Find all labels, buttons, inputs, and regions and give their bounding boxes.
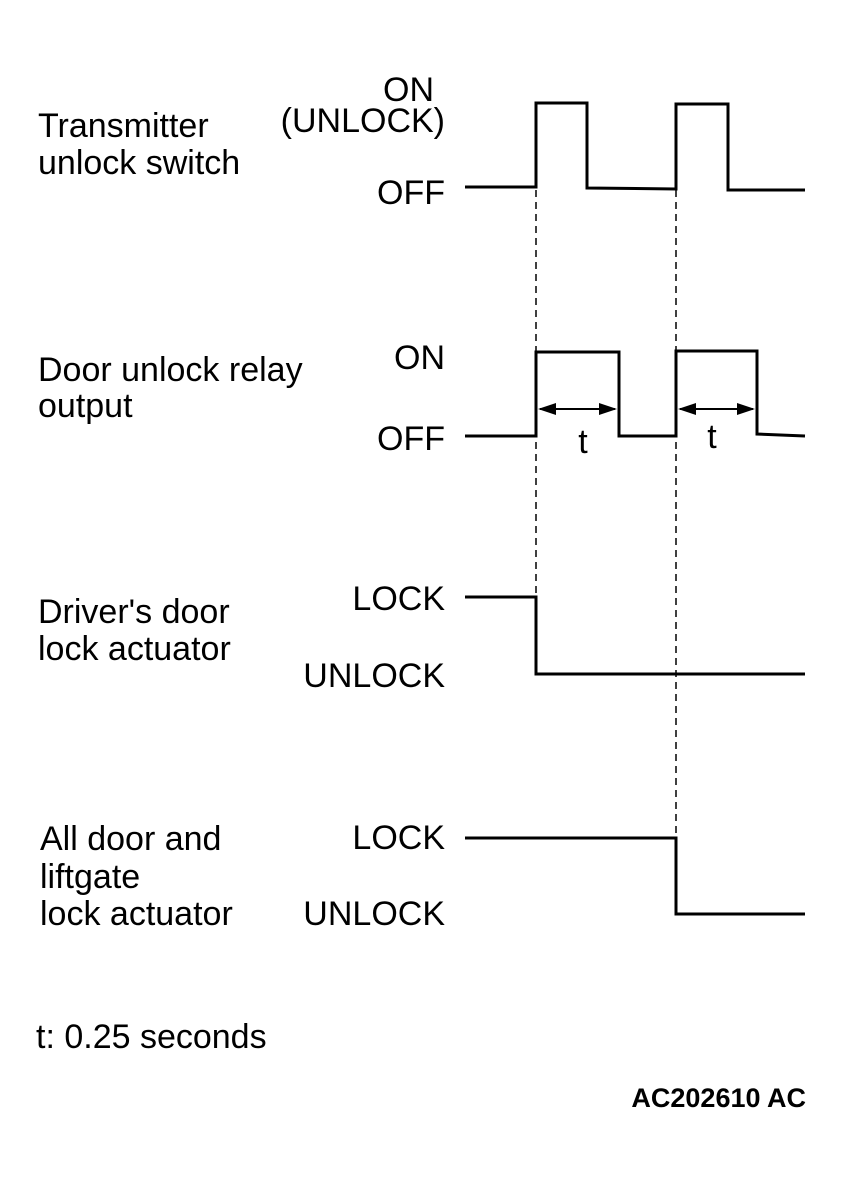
waveform-door-unlock-relay-output <box>465 349 806 438</box>
pulse-duration-arrowhead <box>599 403 617 415</box>
waveform-drivers-door-lock-actuator <box>465 595 805 676</box>
signal-low-label: UNLOCK <box>303 657 445 695</box>
pulse-duration-label-1: t <box>578 423 588 461</box>
pulse-duration-arrowhead <box>737 403 755 415</box>
waveform-transmitter-unlock-switch <box>465 101 805 192</box>
figure-code: AC202610 AC <box>631 1083 806 1113</box>
pulse-duration-label-2: t <box>707 418 717 456</box>
signal-name-line: Door unlock relay <box>38 351 303 389</box>
duration-note: t: 0.25 seconds <box>36 1018 267 1056</box>
signal-all-door-liftgate-lock-actuator: All door and liftgate lock actuator LOCK… <box>40 819 805 933</box>
signal-name-line: lock actuator <box>40 895 233 933</box>
waveform-all-door-liftgate-lock-actuator <box>465 836 805 916</box>
signal-door-unlock-relay-output: Door unlock relay output ON OFF t t <box>38 339 806 461</box>
signal-name-line: unlock switch <box>38 144 240 182</box>
signal-high-label: LOCK <box>352 580 445 618</box>
signal-name-line: Transmitter <box>38 107 209 145</box>
signal-drivers-door-lock-actuator: Driver's door lock actuator LOCK UNLOCK <box>38 580 805 695</box>
signal-high-label: (UNLOCK) <box>281 102 445 140</box>
signal-high-label: LOCK <box>352 819 445 857</box>
signal-name-line: output <box>38 387 133 425</box>
signal-name-line: All door and <box>40 820 221 858</box>
pulse-duration-arrowhead <box>538 403 556 415</box>
signal-high-label: ON <box>394 339 445 377</box>
signal-name-line: liftgate <box>40 858 140 896</box>
signal-name-line: lock actuator <box>38 630 231 668</box>
signal-low-label: OFF <box>377 420 445 458</box>
pulse-duration-arrowhead <box>678 403 696 415</box>
signal-name-line: Driver's door <box>38 593 230 631</box>
signal-low-label: OFF <box>377 174 445 212</box>
signal-low-label: UNLOCK <box>303 895 445 933</box>
signal-transmitter-unlock-switch: Transmitter unlock switch ON (UNLOCK) OF… <box>38 71 805 212</box>
signal-high-label: ON <box>383 71 434 109</box>
